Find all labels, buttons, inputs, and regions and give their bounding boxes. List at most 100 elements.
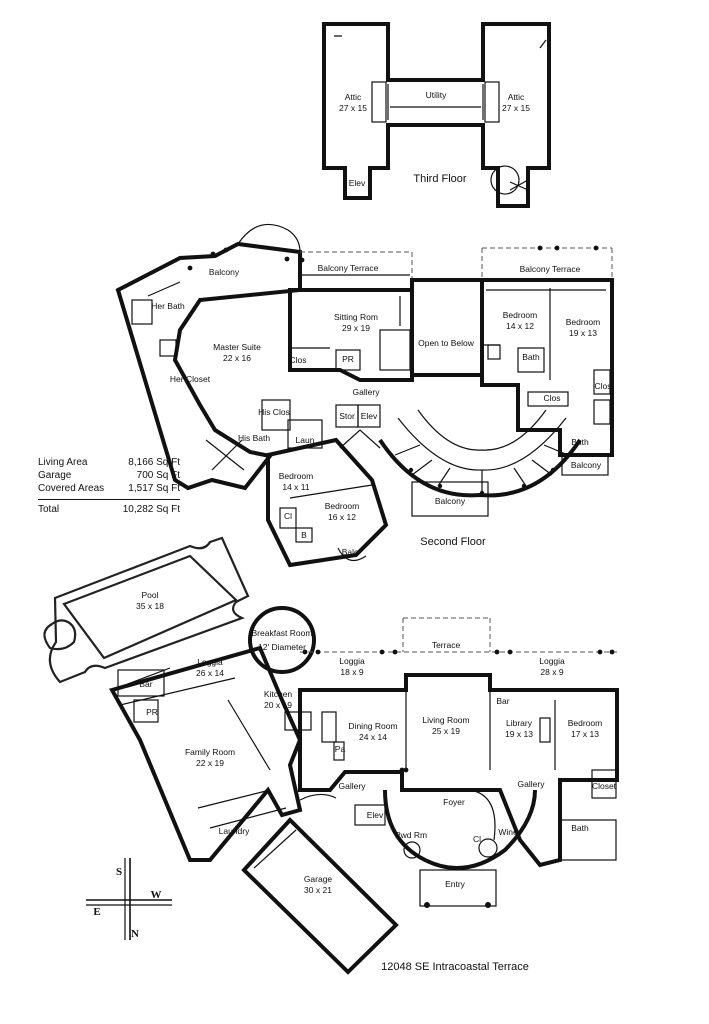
bedroom-1-name: Bedroom [568,718,603,728]
compass-e: E [93,906,100,918]
second-floor-columns [187,245,599,496]
total-label: Total [38,504,60,515]
balcony-center-name: Balcony [435,496,466,506]
balcony-master-name: Balcony [209,267,240,277]
area-row-living: Living Area 8,166 Sq Ft [38,456,180,469]
elev-second-name: Elev [361,411,378,421]
loggia-left-name: Loggia [197,657,223,667]
attic-left-dim: 27 x 15 [339,103,367,113]
bath-right-b-name: Bath [571,437,589,447]
area-row-covered: Covered Areas 1,517 Sq Ft [38,482,180,495]
open-to-below-name: Open to Below [418,338,475,348]
dining-name: Dining Room [348,721,397,731]
breakfast-dim: 12' Diameter [258,642,306,652]
bath-right-a-name: Bath [522,352,540,362]
his-bath-name: His Bath [238,433,270,443]
cl-second-name: Cl [284,511,292,521]
loggia-left-dim: 26 x 14 [196,668,224,678]
area-row-garage: Garage 700 Sq Ft [38,469,180,482]
bar-library-name: Bar [496,696,509,706]
cl-first-name: Cl [473,834,481,844]
bedroom-2d-name: Bedroom [325,501,360,511]
compass-icon [86,858,172,940]
third-floor-plan [322,22,551,208]
pool-dim: 35 x 18 [136,601,164,611]
family-room-dim: 22 x 19 [196,758,224,768]
pr-first-name: PR [146,707,158,717]
utility-name: Utility [426,90,448,100]
her-bath-name: Her Bath [151,301,185,311]
clos-right-b-name: Clos [543,393,560,403]
loggia-right-name: Loggia [539,656,565,666]
her-closet-name: Her Closet [170,374,211,384]
second-floor-plan [115,223,614,568]
foyer-name: Foyer [443,797,465,807]
balcony-terrace-right-name: Balcony Terrace [520,264,581,274]
pantry-name: Pa [335,744,346,754]
second-floor-title: Second Floor [420,536,486,548]
bedroom-2c-name: Bedroom [279,471,314,481]
loggia-center-name: Loggia [339,656,365,666]
garage-dim: 30 x 21 [304,885,332,895]
balcony-right-name: Balcony [571,460,602,470]
his-clos-name: His Clos [258,407,290,417]
library-dim: 19 x 13 [505,729,533,739]
master-suite-dim: 22 x 16 [223,353,251,363]
pwd-rm-name: Pwd Rm [395,830,427,840]
library-name: Library [506,718,533,728]
area-divider [38,499,180,500]
bath-first-name: Bath [571,823,589,833]
third-floor-title: Third Floor [413,173,467,185]
third-elev-name: Elev [349,178,366,188]
stor-name: Stor [339,411,355,421]
family-room-name: Family Room [185,747,235,757]
area-row-total: Total 10,282 Sq Ft [38,503,180,516]
dining-dim: 24 x 14 [359,732,387,742]
breakfast-name: Breakfast Room [252,628,313,638]
kitchen-name: Kitchen [264,689,293,699]
balc-name: Balc [342,547,359,557]
balcony-terrace-left-name: Balcony Terrace [318,263,379,273]
area-value: 1,517 Sq Ft [128,483,180,494]
bedroom-1-dim: 17 x 13 [571,729,599,739]
wine-name: Wine [498,827,518,837]
area-label: Garage [38,470,72,481]
total-value: 10,282 Sq Ft [122,504,180,515]
gallery-right-name: Gallery [518,779,546,789]
first-floor-plan [43,536,619,975]
gallery-left-name: Gallery [339,781,367,791]
master-suite-name: Master Suite [213,342,261,352]
bedroom-2b-name: Bedroom [566,317,601,327]
elev-first-name: Elev [367,810,384,820]
garage-name: Garage [304,874,333,884]
area-label: Living Area [38,457,88,468]
first-floor-columns [302,649,615,908]
living-dim: 25 x 19 [432,726,460,736]
clos-master-name: Clos [289,355,306,365]
pr-second-name: PR [342,354,354,364]
living-name: Living Room [422,715,469,725]
bedroom-2d-dim: 16 x 12 [328,512,356,522]
attic-left-name: Attic [345,92,362,102]
clos-right-a-name: Clos [594,381,611,391]
bar-family-name: Bar [139,679,152,689]
attic-right-dim: 27 x 15 [502,103,530,113]
bedroom-2c-dim: 14 x 11 [282,482,310,492]
loggia-center-dim: 18 x 9 [340,667,363,677]
b-second-name: B [301,530,307,540]
compass-s: S [116,866,122,878]
entry-name: Entry [445,879,466,889]
gallery-second-name: Gallery [353,387,381,397]
closet-first-name: Closet [592,781,617,791]
kitchen-dim: 20 x 19 [264,700,292,710]
area-summary-table: Living Area 8,166 Sq Ft Garage 700 Sq Ft… [38,456,180,516]
sitting-room-name: Sitting Rom [334,312,378,322]
laundry-name: Laundry [219,826,250,836]
area-value: 8,166 Sq Ft [128,457,180,468]
area-value: 700 Sq Ft [136,470,180,481]
bedroom-2b-dim: 19 x 13 [569,328,597,338]
attic-right-name: Attic [508,92,525,102]
pool-name: Pool [141,590,158,600]
property-address: 12048 SE Intracoastal Terrace [381,961,529,973]
